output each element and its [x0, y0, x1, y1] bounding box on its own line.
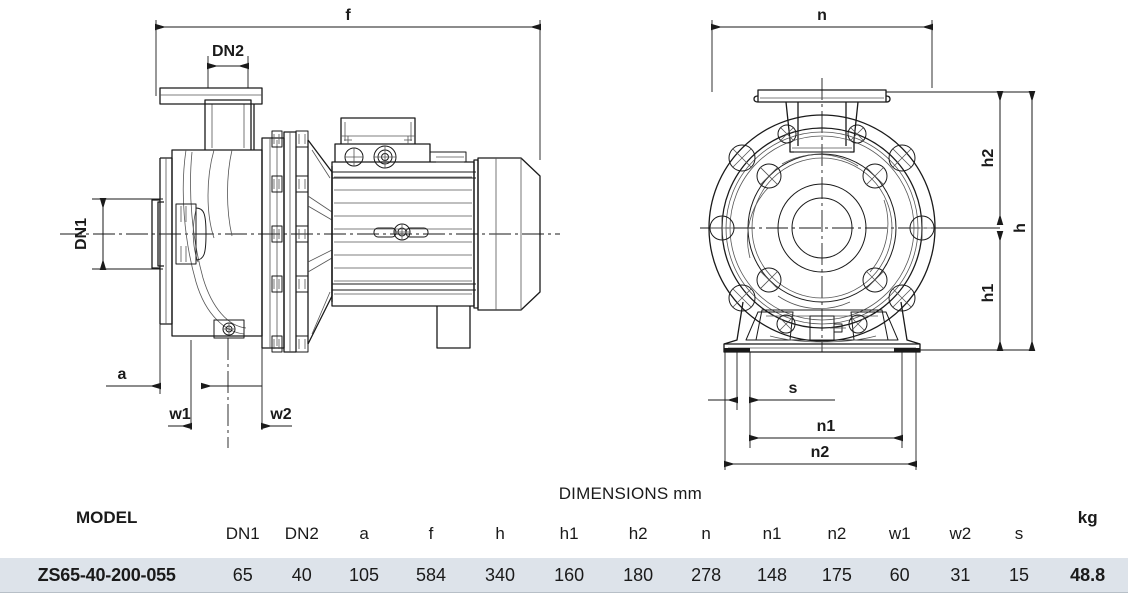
cell-dn1: 65	[213, 558, 272, 592]
dimension-n1: n1	[749, 418, 903, 442]
dimension-label-w2: w2	[269, 406, 291, 423]
dimension-h: h	[1012, 91, 1036, 351]
motor-foot	[436, 306, 471, 349]
cell-w1: 60	[869, 558, 931, 592]
cell-w2: 31	[930, 558, 991, 592]
model-header-label: MODEL	[76, 508, 138, 527]
dimension-label-n2: n2	[811, 444, 830, 461]
flange-bolts	[271, 130, 309, 353]
fan-cover	[473, 157, 541, 311]
cell-s: 15	[990, 558, 1048, 592]
dimension-s: s	[708, 380, 835, 404]
cell-a: 105	[331, 558, 397, 592]
dimension-a: a	[106, 366, 262, 390]
drawing-area: .ln { stroke:#1a1a1a; stroke-width:1.3; …	[60, 7, 1036, 470]
terminal-box	[334, 117, 467, 169]
outer-bolt-circle	[709, 124, 935, 312]
drain-plug	[213, 319, 245, 339]
model-header-cell: MODEL	[0, 478, 213, 558]
dimension-label-h1: h1	[980, 284, 997, 303]
dimension-label-w1: w1	[168, 406, 190, 423]
pump-side-view: f DN2 DN1	[60, 7, 560, 448]
table-row[interactable]: ZS65-40-200-055 65 40 105 584 340 160 18…	[0, 558, 1128, 592]
cell-h1: 160	[534, 558, 604, 592]
dimension-h2: h2	[980, 91, 1004, 225]
dimensions-header-label: DIMENSIONS mm	[558, 484, 703, 503]
cell-model: ZS65-40-200-055	[0, 558, 214, 592]
dimension-n: n	[711, 7, 933, 92]
cell-dn2: 40	[272, 558, 332, 592]
dimension-n2: n2	[724, 444, 917, 468]
dimension-f: f	[155, 7, 541, 160]
pump-front-view: n	[700, 7, 1036, 470]
inner-bolt-circle	[756, 163, 888, 293]
cell-h2: 180	[603, 558, 673, 592]
column-header-s: s	[1014, 524, 1024, 543]
cell-n2: 175	[804, 558, 870, 592]
dimension-label-s: s	[789, 380, 798, 397]
cell-f: 584	[396, 558, 466, 592]
cell-n1: 148	[739, 558, 805, 592]
column-header-n: n	[701, 524, 711, 543]
dimension-dn2: DN2	[207, 43, 249, 88]
table-bottom-rule	[0, 592, 1128, 593]
dimension-label-dn2: DN2	[212, 43, 244, 60]
dimension-label-f: f	[345, 7, 351, 24]
dimension-label-n: n	[817, 7, 827, 24]
table-column-header-row: DN1 DN2 a f h h1 h2 n n1 n2 w1 w2 s	[0, 510, 1128, 558]
column-header-w1: w1	[888, 524, 911, 543]
column-header-h: h	[495, 524, 505, 543]
column-header-w2: w2	[949, 524, 972, 543]
column-header-f: f	[428, 524, 434, 543]
cell-h: 340	[465, 558, 535, 592]
base-centre-block	[755, 309, 889, 343]
dimension-h1: h1	[980, 231, 1004, 351]
column-header-h2: h2	[628, 524, 648, 543]
motor-nameplate	[373, 223, 429, 241]
dimensions-table: MODEL DIMENSIONS mm kg DN1 DN2 a f h	[0, 478, 1128, 592]
column-header-n2: n2	[827, 524, 847, 543]
column-header-a: a	[359, 524, 369, 543]
dimensions-header-cell: DIMENSIONS mm	[213, 478, 1047, 510]
column-header-dn2: DN2	[284, 524, 319, 543]
column-header-h1: h1	[559, 524, 579, 543]
column-header-n1: n1	[762, 524, 782, 543]
dimension-label-a: a	[118, 366, 127, 383]
column-header-dn1: DN1	[225, 524, 260, 543]
dimension-label-h2: h2	[980, 149, 997, 168]
dimensions-table-container: MODEL DIMENSIONS mm kg DN1 DN2 a f h	[0, 478, 1128, 593]
casing-outer-circle	[708, 114, 936, 342]
cell-weight: 48.8	[1047, 558, 1128, 592]
cell-n: 278	[672, 558, 740, 592]
dimension-label-n1: n1	[817, 418, 836, 435]
dimension-label-h: h	[1012, 223, 1029, 233]
dimension-w2: w2	[261, 406, 292, 430]
dimension-w1: w1	[168, 406, 192, 430]
weight-header-cell: kg	[1047, 478, 1128, 558]
table-title-row: MODEL DIMENSIONS mm kg	[0, 478, 1128, 527]
motor-cooling-fins	[334, 176, 472, 295]
weight-header-label: kg	[1077, 508, 1098, 527]
